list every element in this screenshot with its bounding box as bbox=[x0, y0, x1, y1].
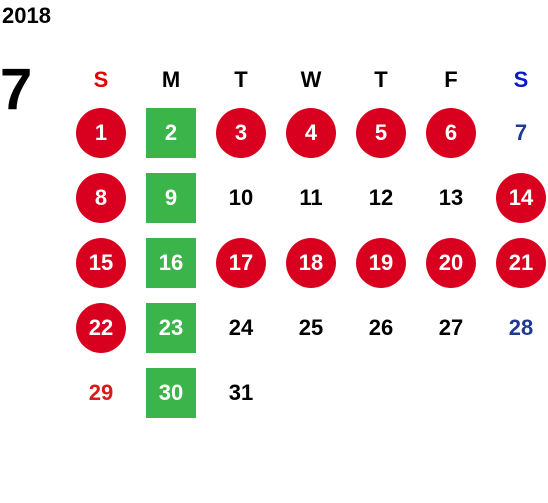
day-number: 15 bbox=[76, 237, 126, 288]
day-number: 19 bbox=[356, 237, 406, 288]
calendar-day[interactable]: 2 bbox=[136, 100, 206, 165]
calendar-day[interactable]: 30 bbox=[136, 360, 206, 425]
calendar-day[interactable]: 14 bbox=[486, 165, 548, 230]
day-number: 16 bbox=[146, 237, 196, 288]
weekday-header-tuesday: T bbox=[234, 67, 248, 92]
day-number: 2 bbox=[146, 107, 196, 158]
calendar-day[interactable]: 10 bbox=[206, 165, 276, 230]
day-number: 3 bbox=[216, 107, 266, 158]
year-label: 2018 bbox=[2, 3, 51, 28]
calendar-day[interactable]: 31 bbox=[206, 360, 276, 425]
day-number: 27 bbox=[438, 314, 464, 340]
calendar-day[interactable]: 3 bbox=[206, 100, 276, 165]
calendar-day[interactable]: 8 bbox=[66, 165, 136, 230]
day-number: 18 bbox=[286, 237, 336, 288]
calendar-day[interactable]: 19 bbox=[346, 230, 416, 295]
day-number: 29 bbox=[88, 379, 114, 405]
day-number: 5 bbox=[356, 107, 406, 158]
day-number: 11 bbox=[299, 184, 323, 210]
calendar-day[interactable]: 15 bbox=[66, 230, 136, 295]
day-number: 8 bbox=[76, 172, 126, 223]
day-number: 12 bbox=[368, 184, 394, 210]
calendar-day[interactable]: 28 bbox=[486, 295, 548, 360]
weekday-header-friday: F bbox=[444, 67, 458, 92]
calendar-day[interactable]: 20 bbox=[416, 230, 486, 295]
day-number: 17 bbox=[216, 237, 266, 288]
day-number: 7 bbox=[514, 119, 528, 145]
calendar-day[interactable]: 1 bbox=[66, 100, 136, 165]
calendar-day[interactable]: 17 bbox=[206, 230, 276, 295]
day-number: 24 bbox=[228, 314, 254, 340]
calendar-day[interactable]: 29 bbox=[66, 360, 136, 425]
day-number: 9 bbox=[146, 172, 196, 223]
day-number: 25 bbox=[298, 314, 324, 340]
calendar-day[interactable]: 6 bbox=[416, 100, 486, 165]
day-number: 1 bbox=[76, 107, 126, 158]
calendar-day[interactable]: 5 bbox=[346, 100, 416, 165]
calendar-day[interactable]: 4 bbox=[276, 100, 346, 165]
calendar-day[interactable]: 22 bbox=[66, 295, 136, 360]
day-number: 26 bbox=[368, 314, 394, 340]
day-number: 4 bbox=[286, 107, 336, 158]
weekday-header-thursday: T bbox=[374, 67, 388, 92]
calendar-day[interactable]: 12 bbox=[346, 165, 416, 230]
weekday-header-wednesday: W bbox=[300, 67, 322, 92]
weekday-header-saturday: S bbox=[513, 67, 529, 92]
day-number: 22 bbox=[76, 302, 126, 353]
calendar-day[interactable]: 13 bbox=[416, 165, 486, 230]
calendar-day[interactable]: 18 bbox=[276, 230, 346, 295]
day-number: 14 bbox=[496, 172, 546, 223]
day-number: 10 bbox=[228, 184, 254, 210]
day-number: 21 bbox=[496, 237, 546, 288]
calendar-day[interactable]: 23 bbox=[136, 295, 206, 360]
weekday-header-monday: M bbox=[161, 67, 181, 92]
calendar-day[interactable]: 26 bbox=[346, 295, 416, 360]
calendar-day[interactable]: 7 bbox=[486, 100, 548, 165]
calendar-day[interactable]: 25 bbox=[276, 295, 346, 360]
calendar-day[interactable]: 9 bbox=[136, 165, 206, 230]
day-number: 30 bbox=[146, 367, 196, 418]
day-number: 6 bbox=[426, 107, 476, 158]
day-number: 31 bbox=[228, 379, 254, 405]
calendar-day[interactable]: 16 bbox=[136, 230, 206, 295]
day-number: 28 bbox=[508, 314, 534, 340]
calendar-day[interactable]: 21 bbox=[486, 230, 548, 295]
calendar-day[interactable]: 27 bbox=[416, 295, 486, 360]
weekday-header-sunday: S bbox=[93, 67, 109, 92]
month-number: 7 bbox=[0, 57, 33, 122]
day-number: 23 bbox=[146, 302, 196, 353]
day-number: 13 bbox=[438, 184, 464, 210]
calendar-day[interactable]: 24 bbox=[206, 295, 276, 360]
day-number: 20 bbox=[426, 237, 476, 288]
calendar-day[interactable]: 11 bbox=[276, 165, 346, 230]
